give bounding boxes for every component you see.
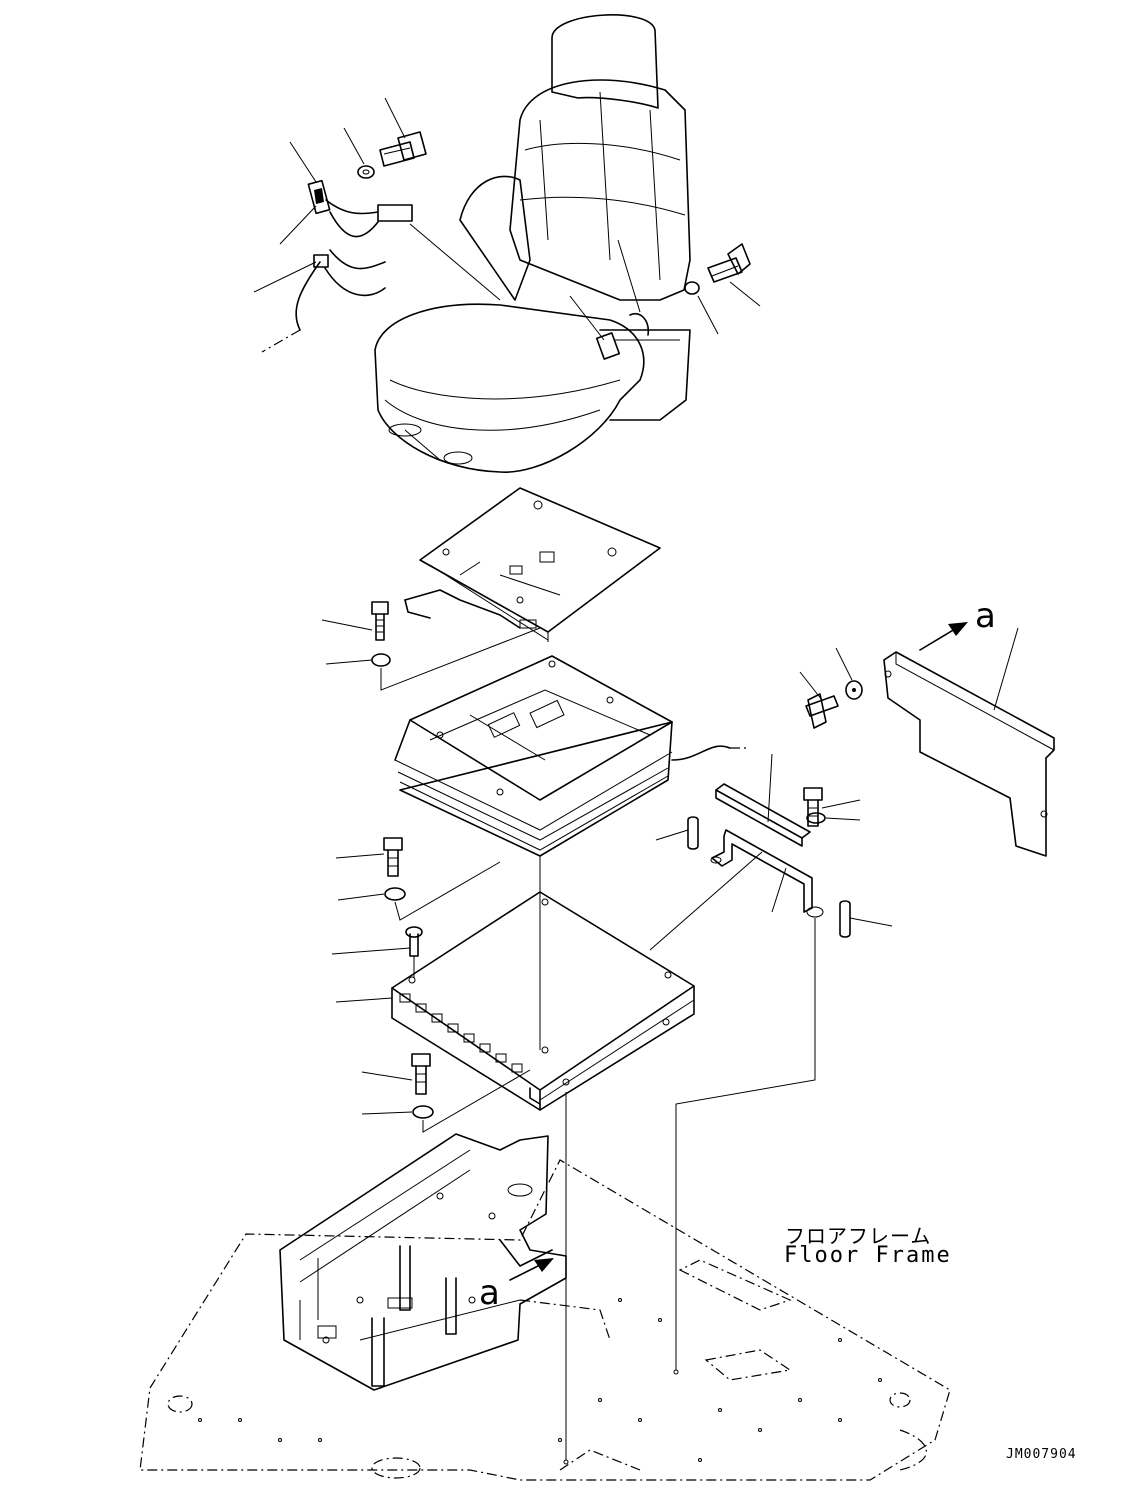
side-cover bbox=[883, 651, 1055, 857]
reference-label-a-bottom: a bbox=[479, 1273, 500, 1313]
bolt-upper-left bbox=[379, 131, 427, 167]
bolt-suspension bbox=[383, 837, 403, 877]
bolt-lower bbox=[411, 1053, 431, 1095]
washer-cover bbox=[845, 680, 863, 700]
spacer-left bbox=[687, 816, 699, 850]
floor-frame-holes bbox=[198, 1298, 882, 1462]
reference-label-a-top: a bbox=[975, 596, 996, 636]
floor-frame-label-en: Floor Frame bbox=[784, 1243, 952, 1268]
operator-seat bbox=[374, 14, 691, 473]
washer-upper-left bbox=[357, 165, 375, 179]
washer-upper-right bbox=[684, 281, 700, 295]
seat-harness bbox=[261, 179, 501, 353]
arrow-ref-a-bottom bbox=[509, 1258, 554, 1281]
washer-slide-plate bbox=[371, 653, 391, 667]
screw-controller bbox=[405, 926, 423, 957]
drawing-number: JM007904 bbox=[1006, 1447, 1077, 1462]
seat-mount-frame bbox=[279, 1133, 567, 1391]
bracket-u bbox=[710, 829, 824, 918]
washer-bracket bbox=[806, 812, 826, 824]
bolt-bracket bbox=[803, 787, 823, 827]
washer-lower bbox=[412, 1105, 434, 1119]
floor-frame bbox=[139, 1159, 951, 1481]
bolt-slide-plate bbox=[371, 601, 389, 641]
bolt-upper-right bbox=[707, 243, 751, 283]
floor-frame-label-jp: フロアフレーム bbox=[785, 1224, 932, 1248]
bracket-bar bbox=[715, 783, 811, 847]
bolt-cover bbox=[805, 693, 839, 729]
controller-box bbox=[391, 891, 695, 1111]
seat-suspension bbox=[394, 655, 748, 857]
washer-suspension bbox=[384, 887, 406, 901]
seat-slide-plate bbox=[404, 487, 661, 642]
arrow-ref-a-top bbox=[919, 622, 968, 651]
spacer-right bbox=[839, 900, 851, 938]
leader-lines bbox=[253, 97, 1019, 1115]
controller-connectors bbox=[399, 993, 523, 1073]
